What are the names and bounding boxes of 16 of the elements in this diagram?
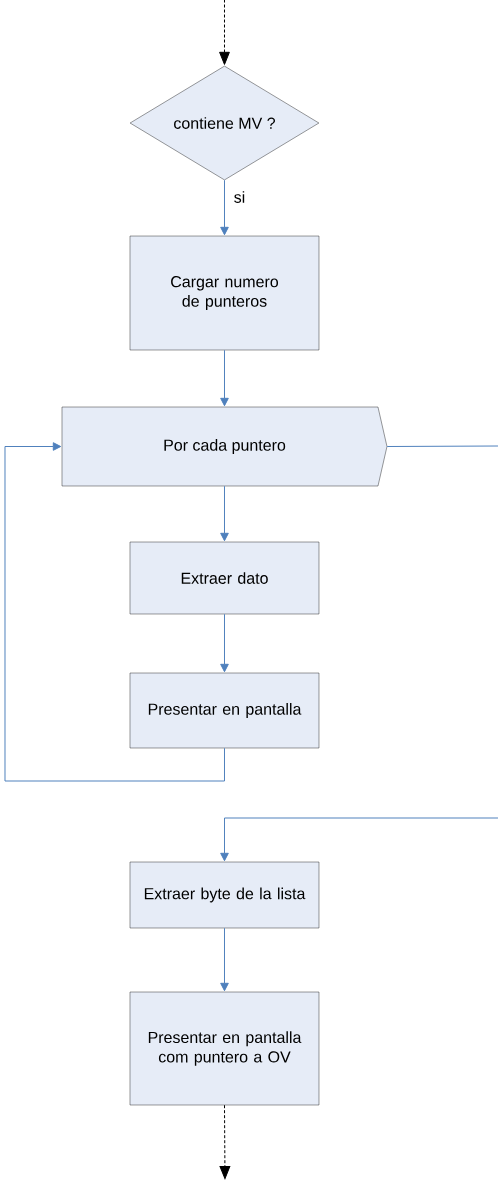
arrow	[220, 613, 229, 673]
arrow	[219, 1104, 231, 1180]
arrow	[219, 0, 230, 65]
process-box: Extraer byte de la lista	[129, 861, 320, 929]
process-box: Extraer dato	[129, 541, 320, 615]
process-box: Presentar en pantalla	[129, 672, 320, 749]
arrow	[220, 485, 229, 542]
loop-box: Por cada puntero	[61, 406, 388, 487]
process-box: Presentar en pantalla com puntero a OV	[129, 991, 320, 1106]
process-box: Cargar numero de punteros	[129, 235, 320, 351]
arrow	[220, 927, 229, 992]
arrow	[220, 179, 229, 236]
edge-label: si	[232, 190, 247, 204]
arrow	[220, 349, 229, 407]
arrow	[220, 817, 498, 862]
arrow	[4, 442, 225, 782]
